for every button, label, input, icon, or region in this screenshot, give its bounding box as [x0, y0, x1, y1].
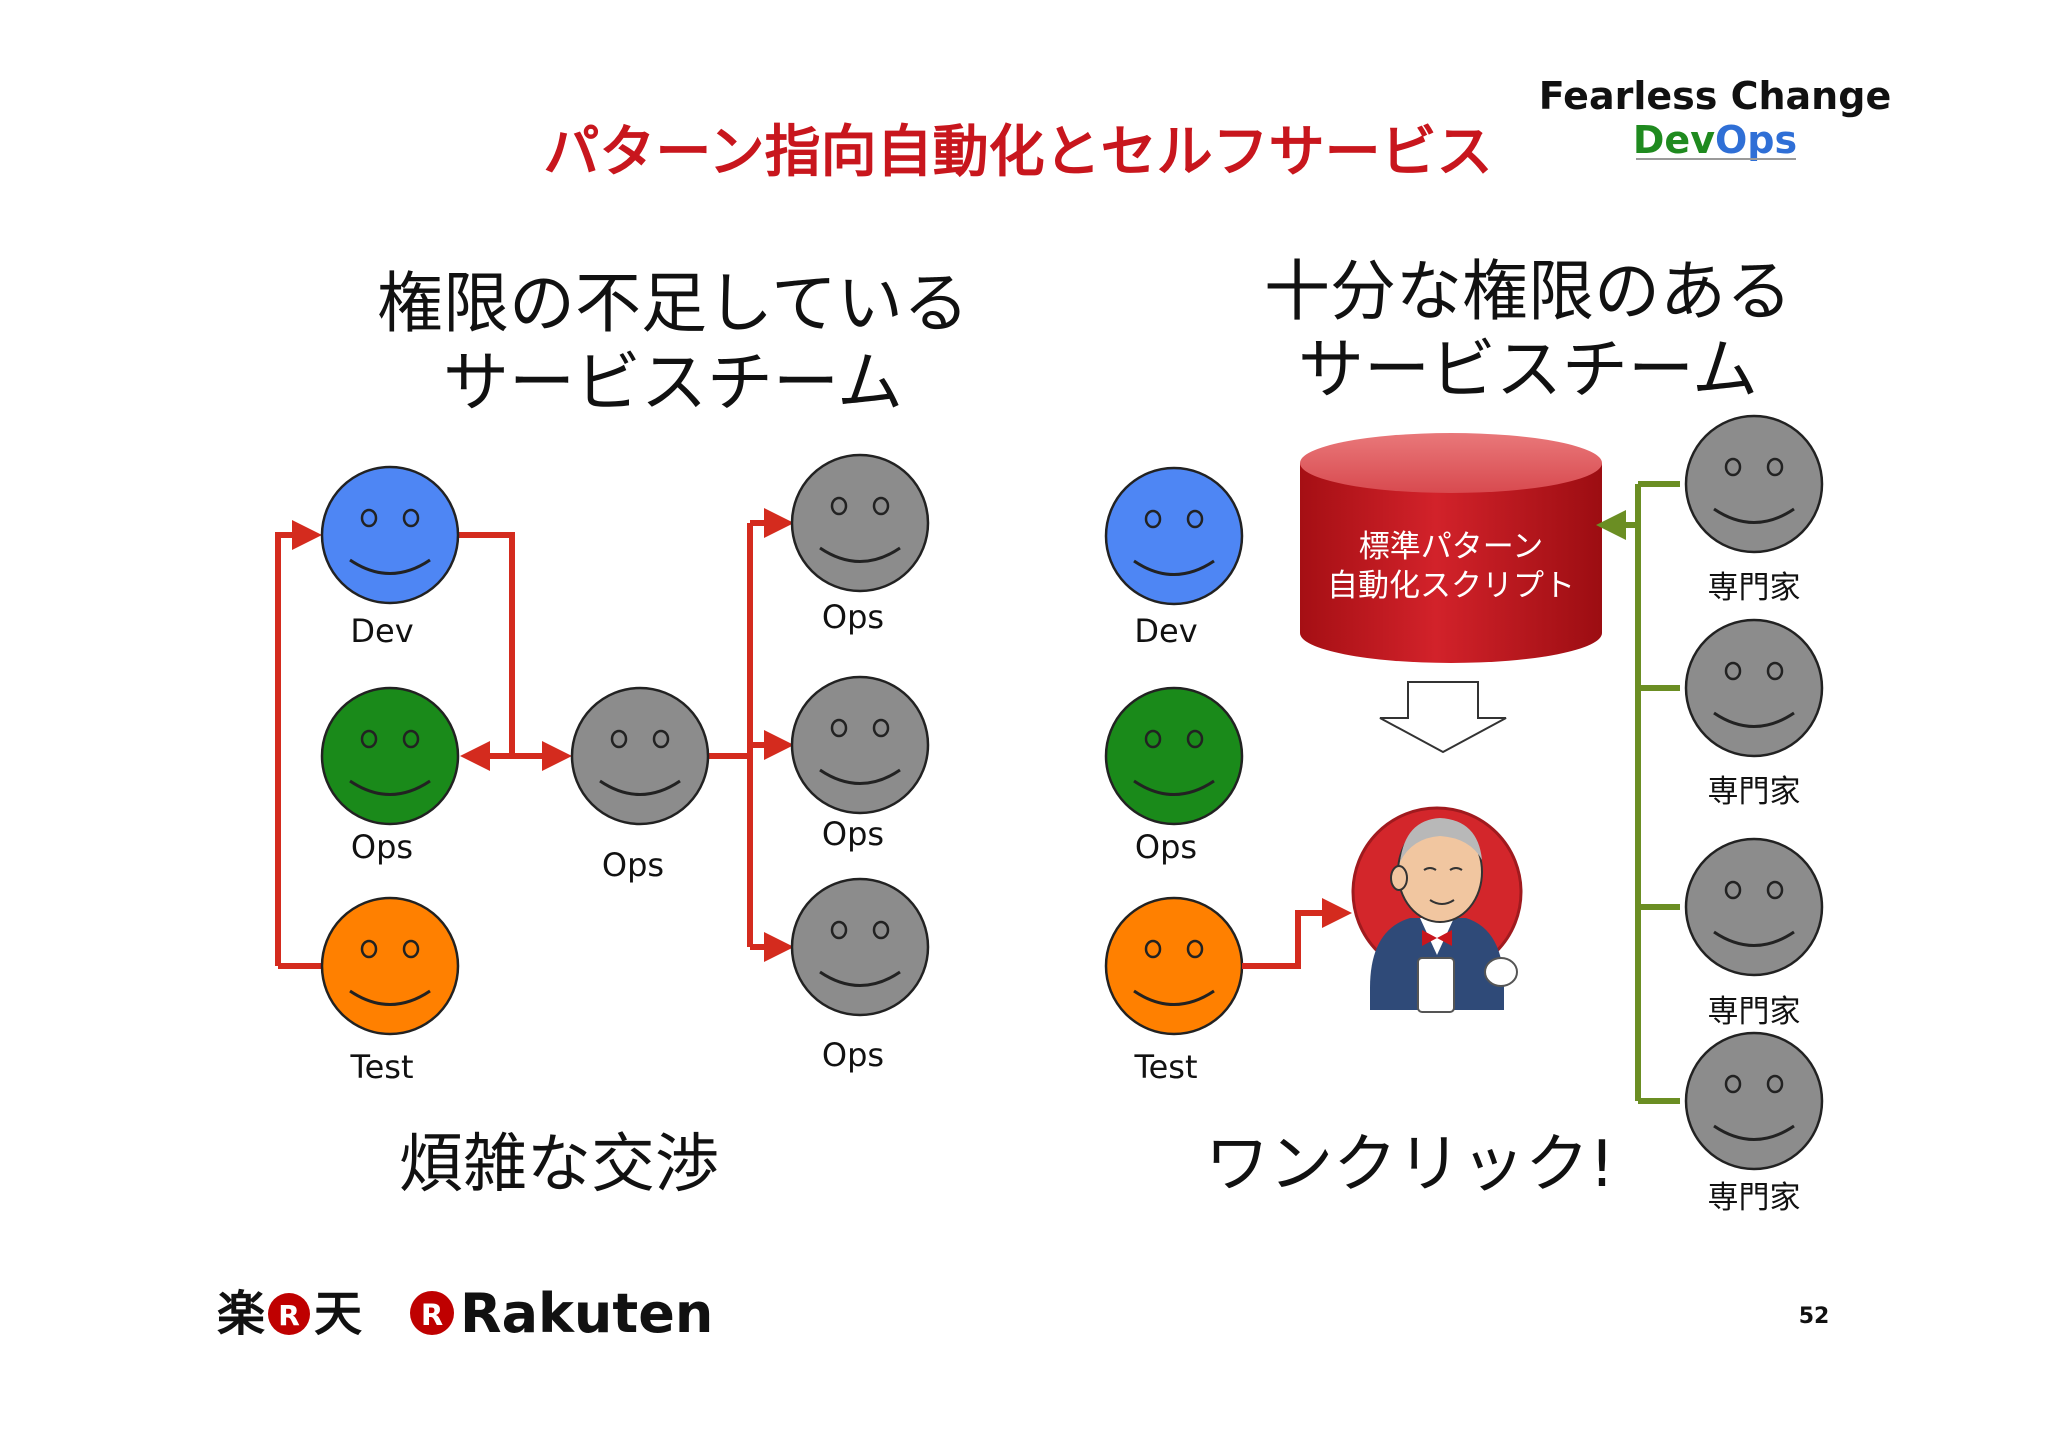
brand-fearless-change: Fearless Change	[1539, 74, 1891, 118]
logo-r-1: R	[278, 1299, 300, 1332]
right-ops-label: Ops	[1135, 828, 1197, 866]
left-test-face	[320, 896, 460, 1036]
page-number: 52	[1799, 1304, 1830, 1329]
left-test-label: Test	[349, 1048, 413, 1086]
right-ops-face	[1104, 686, 1244, 826]
brand-block: Fearless Change DevOps	[1539, 74, 1891, 162]
right-ops-face-2	[790, 675, 930, 815]
right-test-label: Test	[1133, 1048, 1197, 1086]
arrow-dev-to-center	[458, 532, 515, 756]
logo-kanji-1: 楽	[217, 1286, 265, 1342]
brand-devops: DevOps	[1633, 118, 1797, 162]
right-ops-face-3	[790, 877, 930, 1017]
expert-face-2	[1684, 618, 1824, 758]
cylinder-label-line1: 標準パターン	[1359, 529, 1543, 565]
automation-cylinder: 標準パターン 自動化スクリプト	[1300, 433, 1602, 663]
butler-icon	[1351, 806, 1523, 1013]
logo-r-2: R	[421, 1298, 443, 1332]
brand-ops: Ops	[1715, 118, 1797, 162]
left-heading-line1: 権限の不足している	[377, 265, 969, 342]
expert-face-1	[1684, 414, 1824, 554]
logo-kanji-2: 天	[314, 1286, 362, 1342]
left-heading-line2: サービスチーム	[443, 344, 903, 421]
expert-face-4	[1684, 1031, 1824, 1171]
brand-dev: Dev	[1633, 118, 1715, 162]
expert-face-3	[1684, 837, 1824, 977]
left-caption: 煩雑な交渉	[399, 1128, 719, 1202]
right-ops-label-2: Ops	[822, 815, 884, 853]
right-test-face	[1104, 896, 1244, 1036]
left-dev-label: Dev	[350, 612, 413, 650]
expert-label-1: 専門家	[1708, 570, 1801, 606]
right-ops-label-1: Ops	[822, 598, 884, 636]
arrow-bracket-to-dev	[275, 520, 322, 966]
center-ops-face	[570, 686, 710, 826]
slide-title: パターン指向自動化とセルフサービス	[543, 120, 1492, 185]
cylinder-label-line2: 自動化スクリプト	[1327, 568, 1575, 604]
logo-wordmark: Rakuten	[460, 1282, 713, 1345]
center-ops-label: Ops	[602, 846, 664, 884]
left-ops-face	[320, 686, 460, 826]
left-ops-label: Ops	[351, 828, 413, 866]
left-dev-face	[320, 465, 460, 605]
arrow-test-to-butler	[1242, 898, 1352, 969]
right-caption: ワンクリック!	[1205, 1128, 1615, 1202]
rakuten-kanji-logo: 楽 R 天	[217, 1286, 362, 1342]
right-ops-face-1	[790, 453, 930, 593]
down-arrow-icon	[1379, 681, 1507, 754]
right-heading-line2: サービスチーム	[1298, 331, 1758, 408]
right-dev-label: Dev	[1134, 612, 1197, 650]
rakuten-wordmark-logo: R Rakuten	[410, 1282, 713, 1345]
left-arrows	[275, 508, 794, 969]
right-ops-label-3: Ops	[822, 1036, 884, 1074]
expert-label-4: 専門家	[1708, 1180, 1801, 1216]
expert-label-2: 専門家	[1708, 774, 1801, 810]
right-dev-face	[1104, 466, 1244, 606]
right-heading-line1: 十分な権限のある	[1264, 253, 1792, 330]
expert-label-3: 専門家	[1708, 994, 1801, 1030]
expert-connectors	[1596, 481, 1680, 1104]
